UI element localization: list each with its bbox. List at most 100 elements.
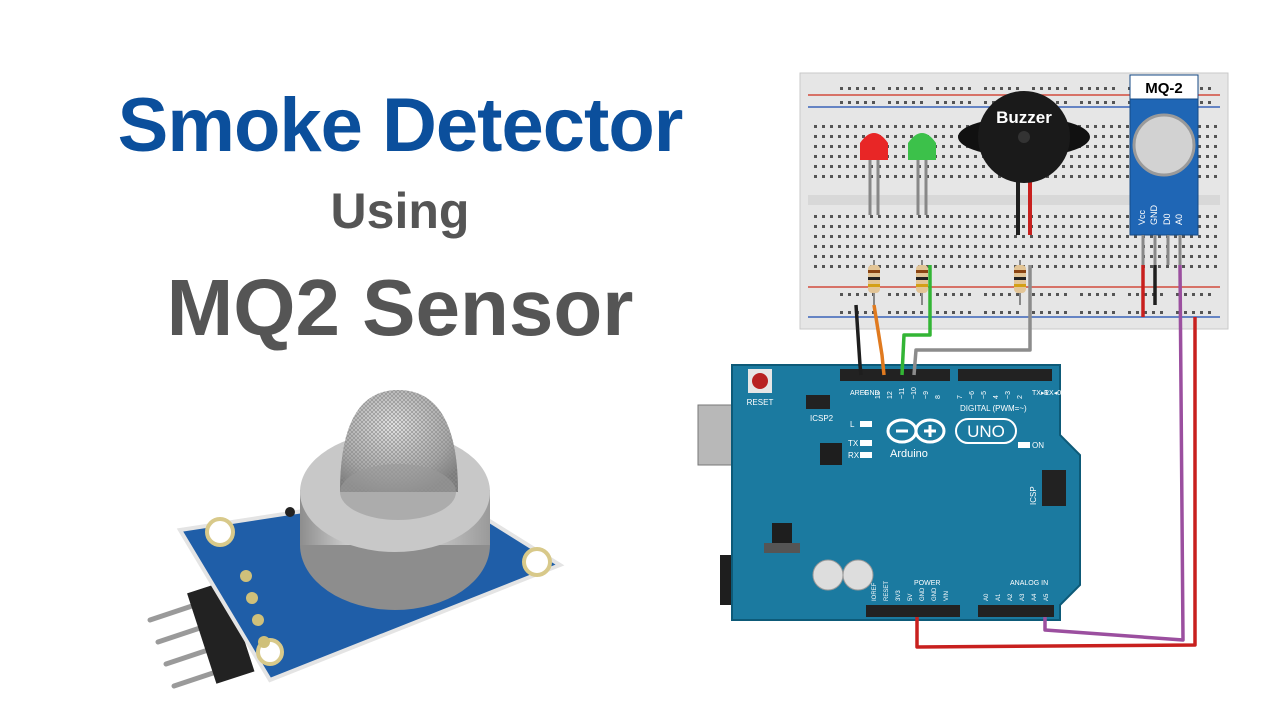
pin-label: A5: [1044, 593, 1050, 601]
breadboard-hole: [934, 265, 937, 268]
pin-label: ~11: [899, 388, 906, 399]
breadboard-hole: [854, 165, 857, 168]
uno-label: UNO: [967, 422, 1005, 441]
breadboard-hole: [838, 165, 841, 168]
breadboard-hole: [848, 293, 851, 296]
breadboard-hole: [1198, 125, 1201, 128]
breadboard-hole: [910, 165, 913, 168]
breadboard-hole: [1080, 293, 1083, 296]
breadboard-hole: [862, 125, 865, 128]
breadboard-hole: [942, 145, 945, 148]
breadboard-hole: [822, 225, 825, 228]
green-led: [908, 133, 936, 215]
breadboard-hole: [974, 245, 977, 248]
breadboard-hole: [1062, 215, 1065, 218]
wire-purple-a0: [1043, 264, 1185, 642]
breadboard-hole: [990, 215, 993, 218]
breadboard-hole: [960, 87, 963, 90]
breadboard-hole: [830, 175, 833, 178]
breadboard-hole: [1046, 245, 1049, 248]
breadboard-hole: [1038, 255, 1041, 258]
breadboard-hole: [1064, 101, 1067, 104]
breadboard-hole: [934, 215, 937, 218]
breadboard-hole: [864, 101, 867, 104]
breadboard-hole: [966, 155, 969, 158]
breadboard-hole: [968, 101, 971, 104]
breadboard-hole: [1046, 235, 1049, 238]
breadboard-hole: [1046, 225, 1049, 228]
breadboard-hole: [1176, 293, 1179, 296]
breadboard-hole: [1102, 135, 1105, 138]
breadboard-hole: [910, 255, 913, 258]
pin-label: ~9: [923, 391, 930, 399]
breadboard-hole: [918, 125, 921, 128]
breadboard-hole: [1206, 145, 1209, 148]
mq2-pin-a0: A0: [1174, 214, 1184, 225]
breadboard-hole: [878, 265, 881, 268]
breadboard-hole: [846, 155, 849, 158]
breadboard-hole: [856, 87, 859, 90]
pin-label: GND: [932, 587, 938, 601]
breadboard-hole: [992, 293, 995, 296]
breadboard-hole: [862, 245, 865, 248]
breadboard-hole: [1094, 255, 1097, 258]
pin-label: A4: [1032, 593, 1038, 601]
breadboard-hole: [1126, 135, 1129, 138]
breadboard-hole: [1086, 125, 1089, 128]
breadboard-hole: [998, 225, 1001, 228]
breadboard-hole: [1102, 155, 1105, 158]
breadboard-hole: [864, 293, 867, 296]
breadboard-hole: [992, 101, 995, 104]
breadboard-hole: [1174, 235, 1177, 238]
mq2-module: MQ-2 Vcc GND D0 A0: [1129, 74, 1199, 265]
arduino-logo-icon: [886, 418, 946, 444]
on-label: ON: [1032, 441, 1044, 450]
breadboard-hole: [822, 125, 825, 128]
breadboard-hole: [1118, 215, 1121, 218]
breadboard-hole: [1056, 87, 1059, 90]
breadboard-hole: [822, 245, 825, 248]
breadboard-hole: [910, 235, 913, 238]
breadboard-hole: [936, 311, 939, 314]
breadboard-hole: [992, 87, 995, 90]
breadboard-hole: [904, 293, 907, 296]
breadboard-hole: [1206, 165, 1209, 168]
breadboard-hole: [830, 155, 833, 158]
resistors: [868, 260, 1026, 305]
breadboard-hole: [830, 125, 833, 128]
breadboard-hole: [1190, 235, 1193, 238]
pin-label: ~3: [1005, 391, 1012, 399]
breadboard-hole: [1206, 225, 1209, 228]
breadboard-hole: [934, 175, 937, 178]
breadboard-hole: [958, 165, 961, 168]
breadboard-hole: [910, 175, 913, 178]
pin-label: ~5: [981, 391, 988, 399]
breadboard-hole: [942, 135, 945, 138]
breadboard-hole: [1198, 135, 1201, 138]
breadboard-hole: [1112, 101, 1115, 104]
breadboard-hole: [1078, 255, 1081, 258]
breadboard-hole: [1094, 125, 1097, 128]
breadboard-hole: [1078, 235, 1081, 238]
breadboard-hole: [1062, 265, 1065, 268]
breadboard-hole: [1080, 101, 1083, 104]
breadboard-hole: [886, 235, 889, 238]
breadboard-hole: [942, 245, 945, 248]
breadboard-hole: [854, 135, 857, 138]
breadboard-hole: [902, 145, 905, 148]
breadboard-hole: [894, 145, 897, 148]
breadboard-hole: [888, 101, 891, 104]
breadboard-hole: [1054, 245, 1057, 248]
breadboard-hole: [942, 235, 945, 238]
breadboard-hole: [894, 155, 897, 158]
breadboard-hole: [1158, 255, 1161, 258]
breadboard-hole: [886, 165, 889, 168]
breadboard-hole: [1190, 265, 1193, 268]
breadboard-hole: [894, 125, 897, 128]
breadboard-hole: [1208, 87, 1211, 90]
breadboard-hole: [1086, 245, 1089, 248]
breadboard-hole: [902, 245, 905, 248]
breadboard-hole: [1182, 235, 1185, 238]
breadboard-hole: [830, 135, 833, 138]
